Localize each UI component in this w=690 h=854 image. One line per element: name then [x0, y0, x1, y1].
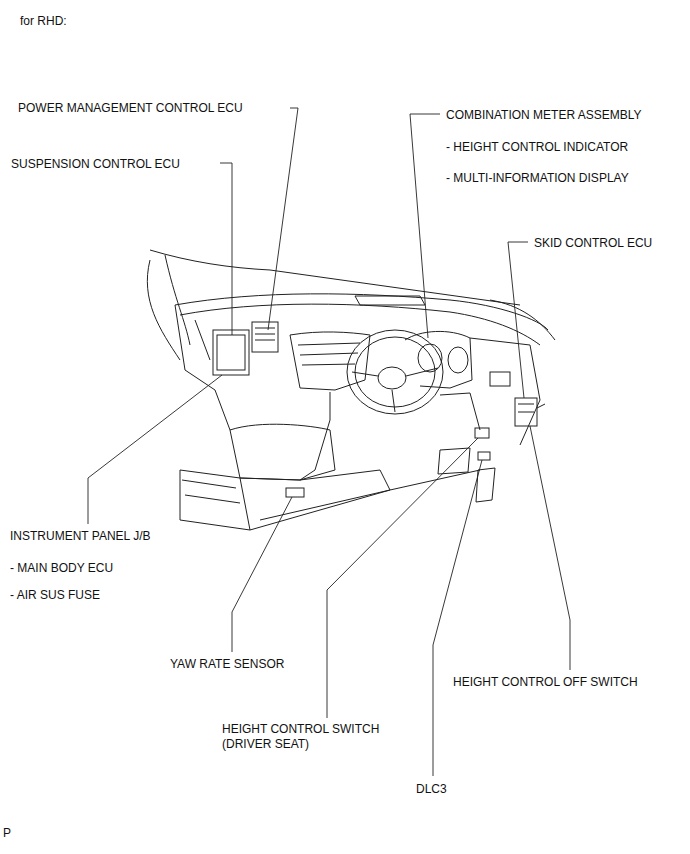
figure-code: P: [3, 826, 11, 841]
sub-item: - AIR SUS FUSE: [10, 588, 100, 603]
part-name: HEIGHT CONTROL SWITCH (DRIVER SEAT): [222, 722, 412, 752]
sub-item: - MULTI-INFORMATION DISPLAY: [446, 171, 629, 186]
sub-item: - HEIGHT CONTROL INDICATOR: [446, 140, 628, 155]
heading: for RHD:: [20, 14, 67, 29]
part-name: INSTRUMENT PANEL J/B: [10, 529, 150, 544]
part-name: DLC3: [416, 782, 447, 797]
sub-item: - MAIN BODY ECU: [10, 561, 113, 576]
part-name: SUSPENSION CONTROL ECU: [11, 157, 180, 172]
part-name: COMBINATION METER ASSEMBLY: [446, 108, 642, 123]
part-name: YAW RATE SENSOR: [170, 657, 284, 672]
part-name: SKID CONTROL ECU: [534, 236, 652, 251]
part-name: HEIGHT CONTROL OFF SWITCH: [453, 675, 638, 690]
part-name: POWER MANAGEMENT CONTROL ECU: [18, 101, 243, 116]
